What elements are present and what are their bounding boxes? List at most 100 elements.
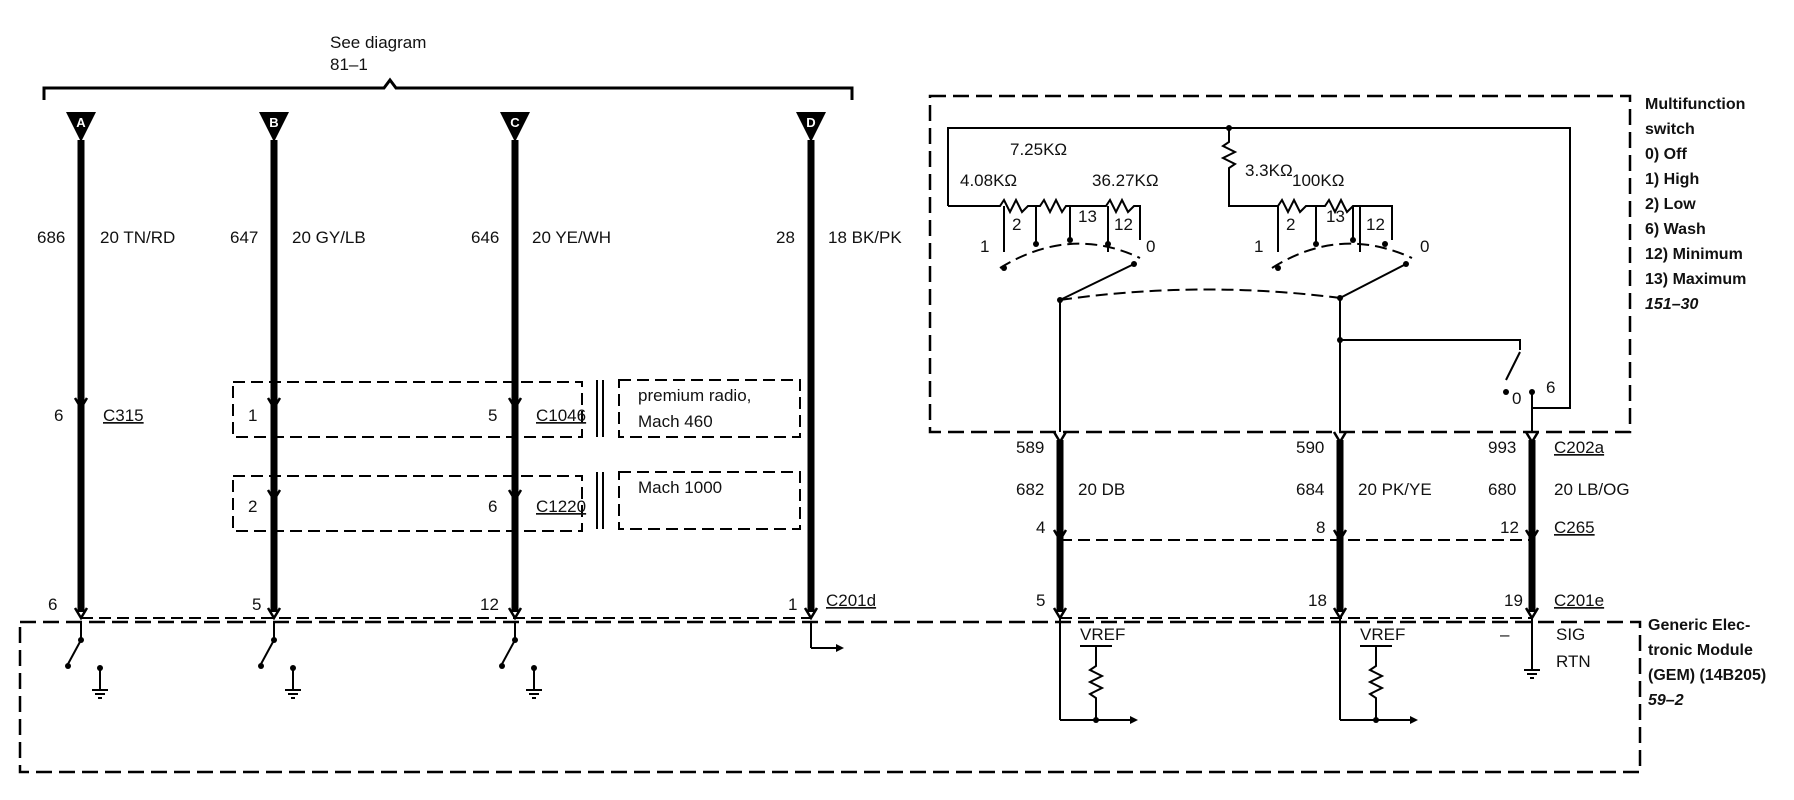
pos-1-right: 1 [1254,237,1263,256]
circuit-686: 686 [37,228,65,247]
c1046-note-1: premium radio, [638,386,751,405]
gem-minus: – [1500,625,1510,644]
wire-color-680: 20 LB/OG [1554,480,1630,499]
c265-pin-12: 12 [1500,518,1519,537]
mode-maximum: 13) Maximum [1645,271,1746,288]
pos-2-left: 2 [1012,215,1021,234]
gem-title-2: tronic Module [1648,642,1753,659]
c1046-box [232,381,583,438]
c201d-pin-a: 6 [48,595,57,614]
gem-rtn-label: RTN [1556,652,1591,671]
gem-sig-rtn [1524,618,1540,679]
c201d-pin-d: 1 [788,595,797,614]
gem-ref: 59–2 [1648,692,1684,709]
gem-ground-d [810,622,844,652]
gem-module-box [18,620,1642,774]
pos-12-left: 12 [1114,215,1133,234]
c315-name: C315 [103,406,144,425]
c265-pin-8: 8 [1316,518,1325,537]
c1220-box [232,475,583,532]
switch-title-1: Multifunction [1645,96,1745,113]
circuit-28: 28 [776,228,795,247]
svg-text:A: A [76,115,86,130]
wire-color-a: 20 TN/RD [100,228,175,247]
pos-0-wash: 0 [1512,389,1521,408]
c201e-pin-19: 19 [1504,591,1523,610]
circuit-647: 647 [230,228,258,247]
switch-title-2: switch [1645,121,1695,138]
circuit-682: 682 [1016,480,1044,499]
switch-ref: 151–30 [1645,296,1698,313]
wire-color-b: 20 GY/LB [292,228,366,247]
pos-2-right: 2 [1286,215,1295,234]
circuit-680: 680 [1488,480,1516,499]
c202a-pin-590: 590 [1296,438,1324,457]
svg-text:C: C [510,115,520,130]
connector-c: C [500,112,530,142]
wire-color-682: 20 DB [1078,480,1125,499]
vref-label-2: VREF [1360,625,1405,644]
c265-name: C265 [1554,518,1595,537]
connector-a: A [66,112,96,142]
resistor-100k: 100KΩ [1292,171,1344,190]
c1220-note: Mach 1000 [638,478,722,497]
mode-minimum: 12) Minimum [1645,246,1743,263]
connector-b: B [259,112,289,142]
c1046-pin-b: 1 [248,406,257,425]
c1046-name: C1046 [536,406,586,425]
c201d-name: C201d [826,591,876,610]
c202a-name: C202a [1554,438,1605,457]
c201d-pin-c: 12 [480,595,499,614]
c1220-note-box [618,471,801,530]
connector-d: D [796,112,826,142]
gem-title-3: (GEM) (14B205) [1648,667,1766,684]
gem-switch-b [258,622,301,699]
resistor-7-25k: 7.25KΩ [1010,140,1067,159]
resistor-4-08k: 4.08KΩ [960,171,1017,190]
gem-switch-c [499,622,542,699]
circuit-646: 646 [471,228,499,247]
c315-pin: 6 [54,406,63,425]
mode-off: 0) Off [1645,146,1687,163]
gem-vref-circuit-1 [1059,618,1138,724]
c201e-pin-5: 5 [1036,591,1045,610]
see-diagram-label: See diagram [330,33,426,52]
mode-wash: 6) Wash [1645,221,1706,238]
mode-low: 2) Low [1645,196,1696,213]
c1046-note-2: Mach 460 [638,412,713,431]
c202a-pin-589: 589 [1016,438,1044,457]
wire-color-d: 18 BK/PK [828,228,902,247]
pos-12-right: 12 [1366,215,1385,234]
pos-1-left: 1 [980,237,989,256]
gem-title-1: Generic Elec- [1648,617,1750,634]
pos-6-wash: 6 [1546,378,1555,397]
see-diagram-bracket [42,77,854,100]
switch-circuit [947,125,1571,432]
pos-0-left: 0 [1146,237,1155,256]
c201e-name: C201e [1554,591,1604,610]
pos-13-left: 13 [1078,207,1097,226]
c1220-name: C1220 [536,497,586,516]
see-diagram-ref: 81–1 [330,55,368,74]
wire-color-c: 20 YE/WH [532,228,611,247]
c201e-pin-18: 18 [1308,591,1327,610]
wire-color-684: 20 PK/YE [1358,480,1432,499]
svg-text:B: B [269,115,278,130]
c201d-pin-b: 5 [252,595,261,614]
circuit-684: 684 [1296,480,1324,499]
vref-label-1: VREF [1080,625,1125,644]
gem-vref-circuit-2 [1339,618,1418,724]
resistor-36-27k: 36.27KΩ [1092,171,1159,190]
c1220-pin-b: 2 [248,497,257,516]
gem-sig-label: SIG [1556,625,1585,644]
c315-arrow [73,397,89,411]
gem-switch-a [65,622,108,699]
c1046-note-box [618,379,801,438]
c1220-pin-c: 6 [488,497,497,516]
c1046-pin-c: 5 [488,406,497,425]
svg-text:D: D [806,115,815,130]
multifunction-switch-box [928,94,1632,434]
c202a-pin-993: 993 [1488,438,1516,457]
pos-13-right: 13 [1326,207,1345,226]
